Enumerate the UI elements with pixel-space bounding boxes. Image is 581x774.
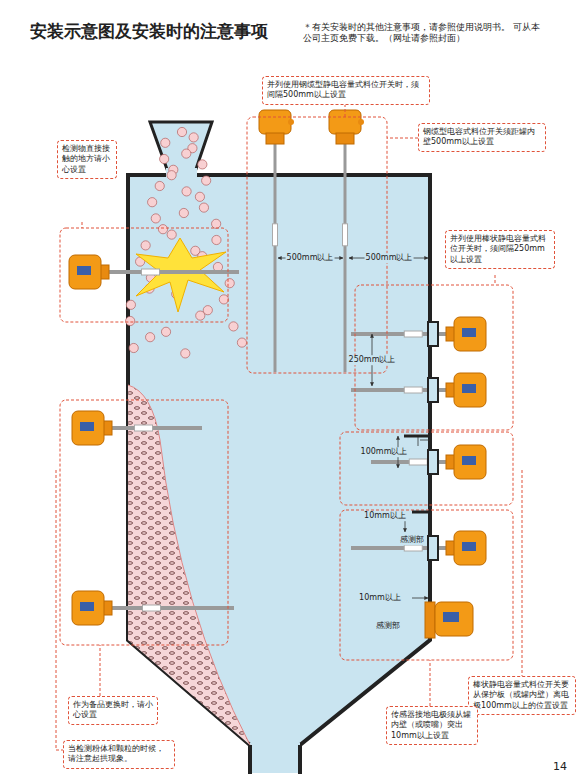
level-switch (351, 531, 486, 565)
level-switch (425, 602, 473, 638)
callout-text: 棒状静电容量式料位开关要从保护板（或罐内壁）离电极100mm以上的位置设置 (473, 680, 571, 711)
callout-text: 钢缆型电容式料位开关须距罐内壁500mm以上设置 (423, 127, 541, 148)
level-switch (259, 110, 294, 372)
level-switch (72, 411, 202, 445)
callout-box: 并列使用棒状静电容量式料位开关时，须间隔250mm以上设置 (445, 230, 555, 269)
callout-box: 当检测粉体和颗粒的时候，请注意起拱现象。 (63, 740, 175, 769)
callout-box: 作为备品更换时，请小心设置 (68, 696, 158, 725)
callout-box: 传感器接地电极须从罐内壁（或喷嘴）突出10mm以上设置 (386, 706, 478, 745)
callout-text: 并列使用钢缆型静电容量式料位开关时，须间隔500mm以上设置 (267, 80, 425, 101)
callout-box: 钢缆型电容式料位开关须距罐内壁500mm以上设置 (418, 123, 546, 152)
level-switch (72, 591, 234, 625)
callout-text: 当检测粉体和颗粒的时候，请注意起拱现象。 (68, 744, 170, 765)
callout-box: 并列使用钢缆型静电容量式料位开关时，须间隔500mm以上设置 (262, 76, 430, 105)
callout-text: 检测物直接接触的地方请小心设置 (62, 144, 112, 175)
level-switch (351, 373, 486, 407)
dimension-label: 感测部 (375, 621, 401, 631)
callout-box: 棒状静电容量式料位开关要从保护板（或罐内壁）离电极100mm以上的位置设置 (468, 676, 576, 715)
level-switch (351, 317, 486, 351)
callout-text: 作为备品更换时，请小心设置 (73, 700, 153, 721)
level-switch (69, 255, 239, 289)
note-text: ＊有关安装时的其他注意事项，请参照使用说明书。 可从本公司主页免费下载。（网址请… (302, 22, 544, 44)
dimension-label: 500mm以上 (286, 253, 335, 263)
dimension-label: 500mm以上 (365, 253, 414, 263)
callout-text: 并列使用棒状静电容量式料位开关时，须间隔250mm以上设置 (450, 234, 550, 265)
dimension-label: 感测部 (399, 535, 425, 545)
dimension-label: 10mm以上 (363, 511, 407, 521)
callout-text: 传感器接地电极须从罐内壁（或喷嘴）突出10mm以上设置 (391, 710, 473, 741)
dimension-label: 10mm以上 (358, 593, 402, 603)
page-number: 14 (552, 760, 568, 773)
dimension-label: 100mm以上 (360, 447, 409, 457)
dimension-label: 250mm以上 (348, 355, 397, 365)
callout-box: 检测物直接接触的地方请小心设置 (57, 140, 117, 179)
page-title: 安装示意图及安装时的注意事项 (30, 20, 268, 43)
